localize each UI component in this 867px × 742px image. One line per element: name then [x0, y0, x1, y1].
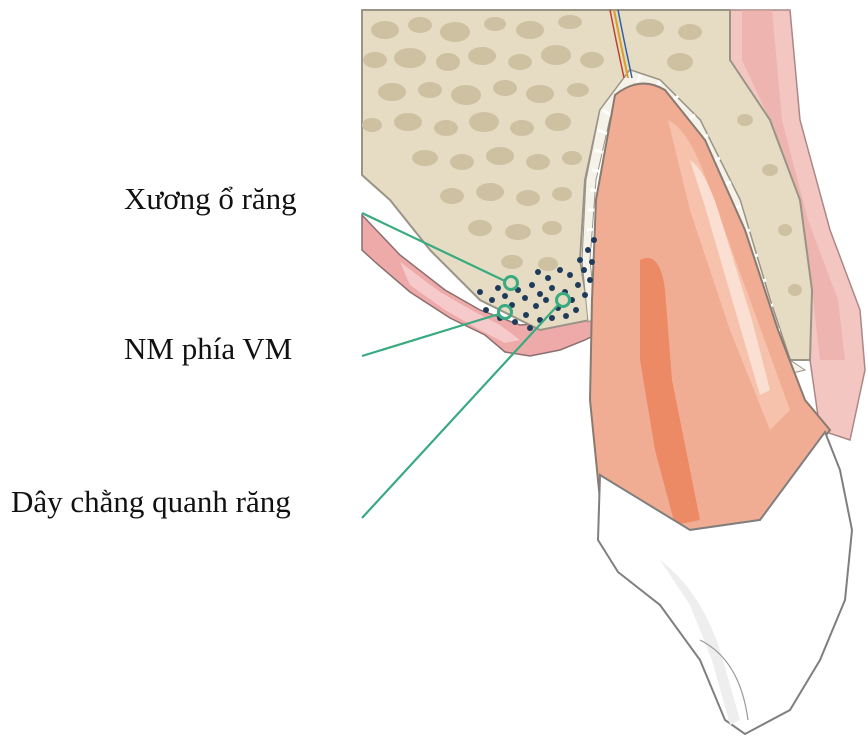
label-mucosa: NM phía VM [124, 333, 292, 364]
label-alveolar-bone: Xương ổ răng [124, 183, 297, 214]
leader-line-mucosa [362, 314, 499, 356]
leader-line-ligament [362, 305, 558, 518]
label-periodontal-ligament: Dây chằng quanh răng [11, 486, 291, 517]
